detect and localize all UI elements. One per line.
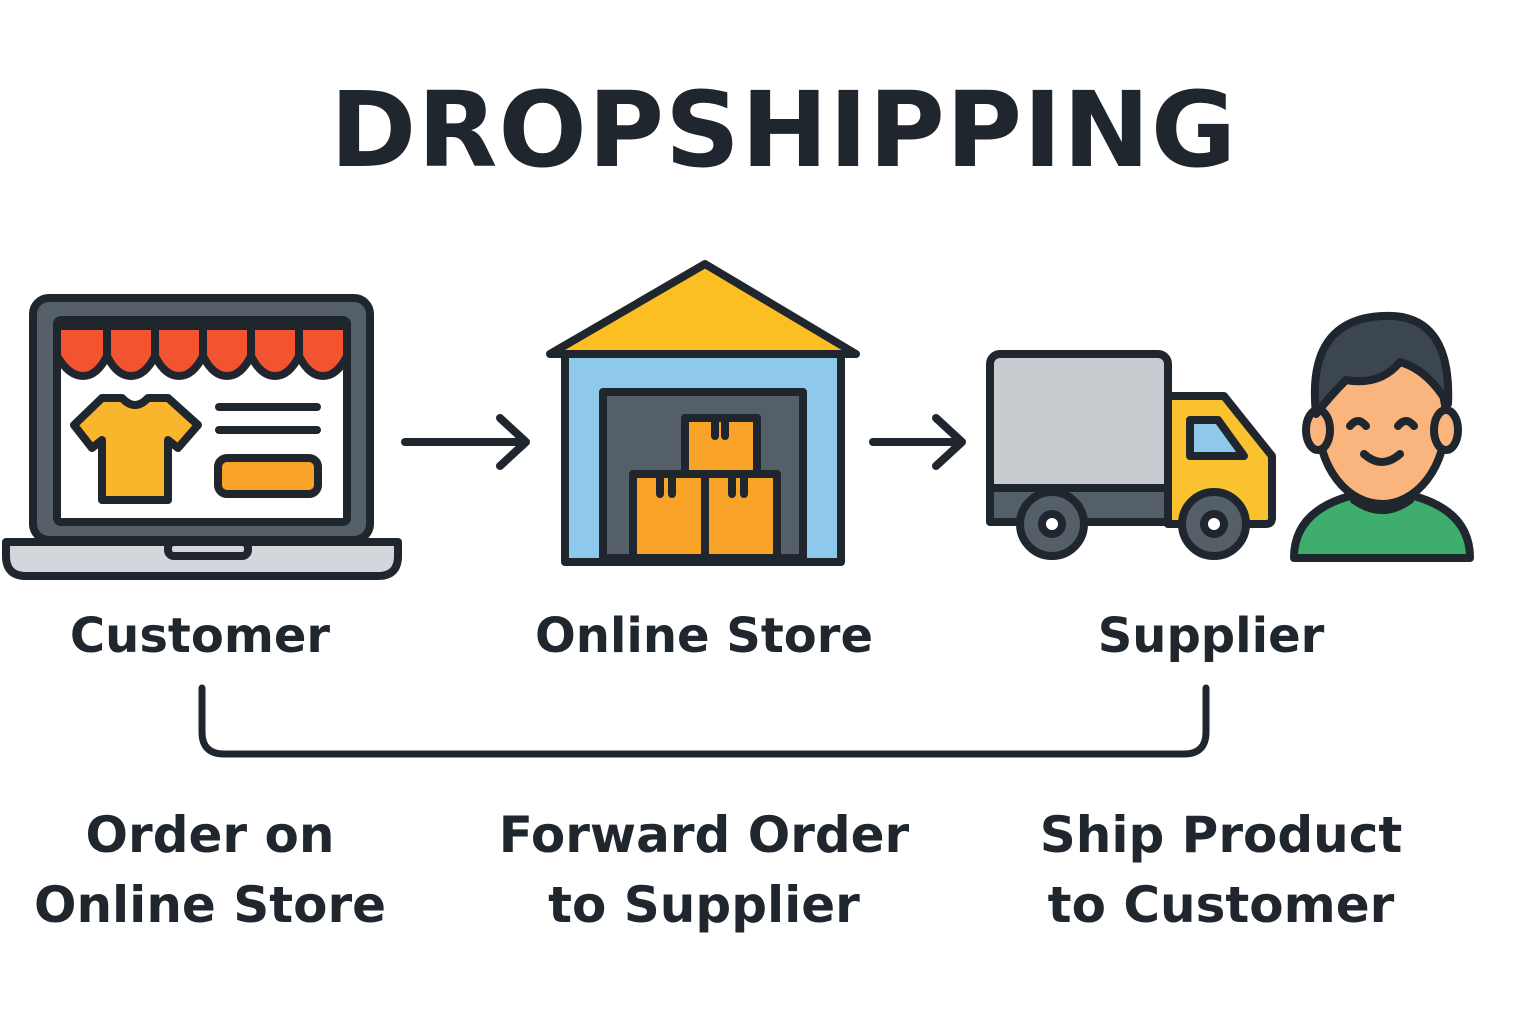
flow-bracket — [198, 684, 1210, 758]
arrow-right-icon — [869, 414, 966, 470]
person-avatar-icon — [1290, 311, 1474, 562]
step-line: Ship Product — [1039, 806, 1403, 864]
step-line: to Customer — [1047, 876, 1395, 934]
step-order: Order on Online Store — [0, 800, 440, 940]
step-forward: Forward Order to Supplier — [474, 800, 934, 940]
warehouse-icon — [546, 260, 860, 566]
diagram-title: DROPSHIPPING — [330, 69, 1238, 191]
truck-icon — [986, 350, 1276, 560]
step-line: Forward Order — [498, 806, 910, 864]
node-label-supplier: Supplier — [1097, 608, 1325, 664]
step-line: Order on — [85, 806, 335, 864]
node-label-customer: Customer — [69, 608, 331, 664]
arrow-right-icon — [401, 414, 530, 470]
node-label-online-store: Online Store — [534, 608, 874, 664]
step-line: to Supplier — [548, 876, 860, 934]
laptop-storefront-icon — [2, 294, 402, 580]
step-line: Online Store — [33, 876, 387, 934]
step-ship: Ship Product to Customer — [991, 800, 1451, 940]
